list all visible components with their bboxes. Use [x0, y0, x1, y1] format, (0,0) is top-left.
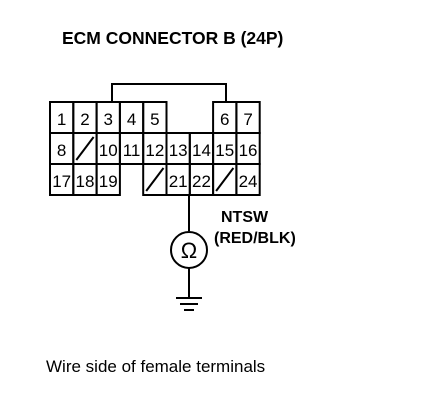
ground-icon	[176, 268, 202, 311]
terminal-number: 5	[150, 110, 159, 129]
terminal-6: 6	[212, 101, 238, 134]
terminal-24: 24	[235, 163, 261, 196]
terminal-number: 16	[239, 141, 258, 160]
terminal-15: 15	[212, 132, 238, 165]
terminal-number: 10	[99, 141, 118, 160]
terminal-17: 17	[49, 163, 75, 196]
terminal-21: 21	[165, 163, 191, 196]
terminal-number: 24	[239, 172, 258, 191]
terminal-number: 6	[220, 110, 229, 129]
terminal-22: 22	[188, 163, 215, 196]
ohmmeter-icon: Ω	[170, 231, 208, 269]
empty-terminal-slash	[75, 136, 95, 161]
terminal-12: 12	[142, 132, 168, 165]
terminal-13: 13	[165, 132, 191, 165]
terminal-number: 21	[169, 172, 188, 191]
terminal-number: 12	[145, 141, 164, 160]
wire-name: NTSW	[221, 209, 269, 226]
terminal-11: 11	[118, 132, 145, 165]
terminal-number: 13	[169, 141, 188, 160]
terminal-number: 11	[123, 141, 141, 160]
terminal-number: 15	[215, 141, 234, 160]
terminal-3: 3	[95, 101, 121, 134]
terminal-number: 2	[80, 110, 89, 129]
terminal-number: 14	[192, 141, 211, 160]
caption: Wire side of female terminals	[46, 357, 265, 376]
terminal-number: 18	[75, 172, 94, 191]
terminal-19: 19	[95, 163, 121, 196]
terminal-cell	[95, 163, 121, 196]
terminal-number: 7	[243, 110, 252, 129]
terminal-1: 1	[49, 101, 75, 134]
terminal-empty	[72, 132, 98, 165]
empty-terminal-slash	[215, 167, 235, 192]
terminal-7: 7	[235, 101, 261, 134]
terminal-number: 3	[104, 110, 113, 129]
ohm-symbol: Ω	[181, 238, 197, 263]
connector-lock-tab	[111, 83, 227, 102]
diagram-title: ECM CONNECTOR B (24P)	[62, 28, 283, 48]
terminal-number: 1	[57, 110, 66, 129]
terminal-18: 18	[72, 163, 98, 196]
terminal-empty	[142, 163, 168, 196]
wire-color: (RED/BLK)	[214, 230, 296, 247]
terminal-cell	[235, 163, 261, 196]
terminal-16: 16	[235, 132, 261, 165]
terminal-number: 22	[192, 172, 211, 191]
terminal-2: 2	[72, 101, 98, 134]
terminal-number: 4	[127, 110, 136, 129]
terminal-4: 4	[118, 101, 145, 134]
terminal-5: 5	[142, 101, 168, 134]
terminal-8: 8	[49, 132, 75, 165]
terminal-number: 17	[52, 172, 71, 191]
terminal-number: 8	[57, 141, 66, 160]
terminal-10: 10	[95, 132, 121, 165]
terminal-14: 14	[188, 132, 215, 165]
empty-terminal-slash	[145, 167, 165, 192]
terminal-number: 19	[99, 172, 118, 191]
terminal-empty	[212, 163, 238, 196]
